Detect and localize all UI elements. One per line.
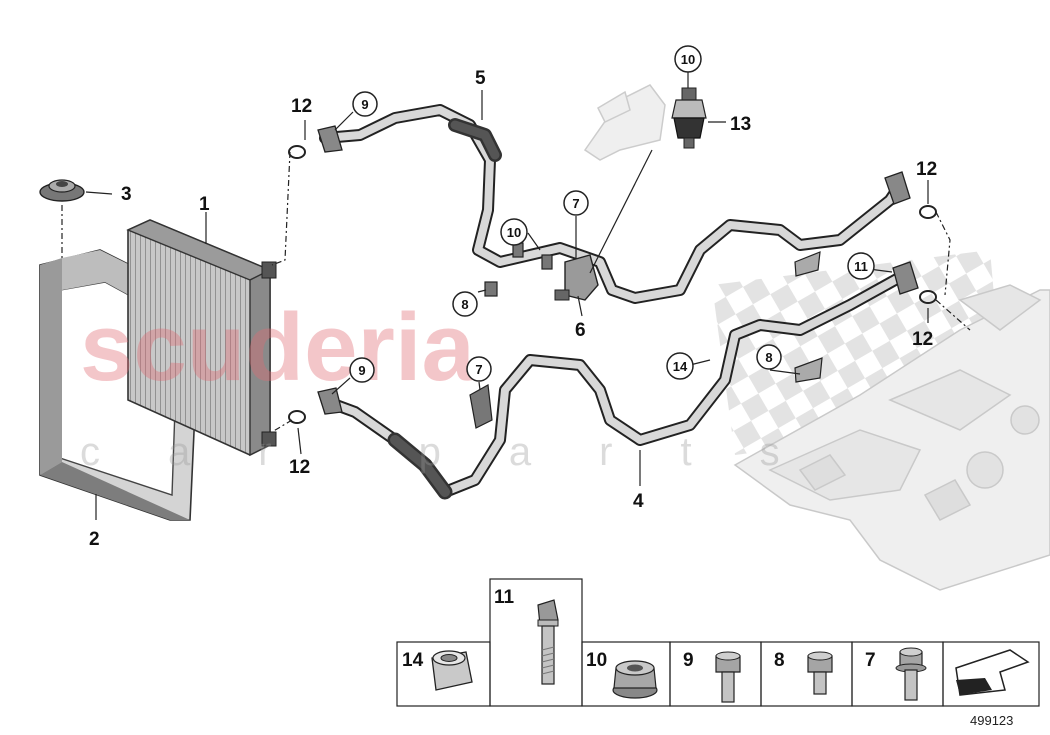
rubber-mount-part [671,87,707,149]
watermark-brand: scuderia [80,294,475,401]
svg-text:10: 10 [507,225,521,240]
callout-12-a: 12 [291,96,312,117]
callout-1: 1 [199,194,210,215]
callout-13: 13 [730,114,751,135]
callout-circle-9-a: 9 [352,91,378,117]
sleeve-part-icon [431,650,473,691]
assembly-lines [61,151,971,433]
engine-block-ghost [733,284,1050,591]
lower-line-ends [317,261,919,429]
long-bolt-icon [537,599,559,685]
svg-text:7: 7 [475,362,482,377]
circled-callouts: 7 7 8 8 9 9 10 10 [349,45,875,383]
callout-circle-9-b: 9 [349,357,375,383]
table-cell-14-label: 14 [402,650,424,671]
callout-5: 5 [475,68,486,89]
callout-circle-10-a: 10 [674,45,702,73]
callout-circle-14: 14 [666,352,694,380]
svg-text:9: 9 [361,97,368,112]
table-cell-8-label: 8 [774,650,785,671]
direction-arrow-icon [955,649,1030,696]
callout-circle-7-a: 7 [563,190,589,216]
hex-bolt-9-icon [715,651,741,703]
flange-nut-icon [612,660,658,699]
flange-bolt-7-icon [895,647,927,701]
svg-text:8: 8 [461,297,468,312]
callout-2: 2 [89,529,100,550]
upper-oil-line [319,104,906,304]
callout-4: 4 [633,491,644,512]
callout-circle-10-b: 10 [500,218,528,246]
line-holder-part [554,254,599,301]
upper-line-ends [317,125,911,277]
watermark: scuderia car parts [80,294,848,474]
leader-lines [85,72,929,520]
callout-circle-11: 11 [847,252,875,280]
oil-cooler-core [126,219,277,457]
callout-circle-8-b: 8 [756,344,782,370]
hex-bolt-8-icon [807,651,833,695]
table-cell-9-label: 9 [683,650,694,671]
callout-6: 6 [575,320,586,341]
callout-circle-7-b: 7 [466,356,492,382]
svg-text:7: 7 [572,196,579,211]
svg-text:9: 9 [358,363,365,378]
lower-oil-line [322,269,911,500]
svg-text:11: 11 [854,259,868,274]
grommet-part [39,179,85,202]
callout-12-b: 12 [289,457,310,478]
callout-circle-8-a: 8 [452,291,478,317]
hardware-table: 14 11 10 9 8 7 [396,578,1040,707]
bracket-ghost [583,84,666,161]
small-bolts [484,242,553,297]
table-cell-10-label: 10 [586,650,607,671]
svg-text:10: 10 [681,52,695,67]
callout-12-d: 12 [912,329,933,350]
callout-12-c: 12 [916,159,937,180]
table-cell-7-label: 7 [865,650,876,671]
svg-text:8: 8 [765,350,772,365]
watermark-subtitle: car parts [80,430,848,474]
callout-3: 3 [121,184,132,205]
svg-text:14: 14 [673,359,688,374]
plain-callouts: 1 2 3 4 5 6 12 12 12 12 13 [89,68,937,550]
reference-number: 499123 [970,713,1013,728]
table-cell-11-label: 11 [494,587,515,608]
